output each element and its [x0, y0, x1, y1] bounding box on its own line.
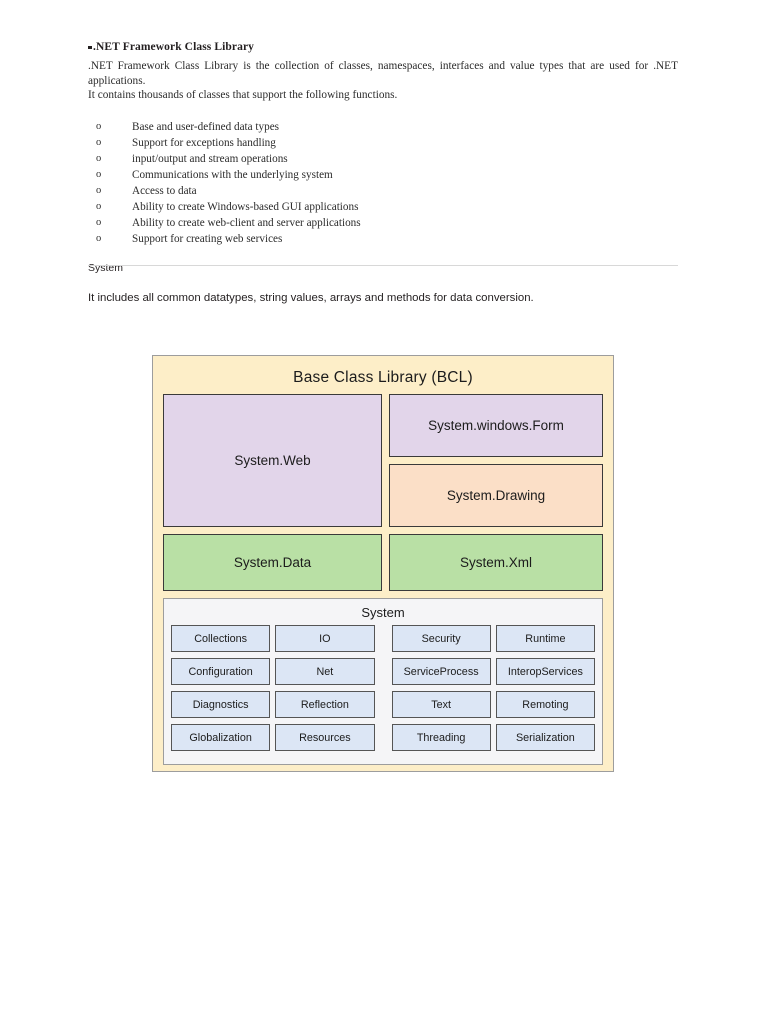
- list-item-label: Support for exceptions handling: [132, 136, 276, 149]
- system-cell-serialization: Serialization: [495, 724, 595, 751]
- list-item: o Base and user-defined data types: [88, 119, 678, 135]
- list-marker: o: [96, 185, 102, 197]
- system-grid-row: Diagnostics Reflection Text Remoting: [171, 691, 595, 718]
- system-cell-resources: Resources: [275, 724, 375, 751]
- page-title: .NET Framework Class Library: [88, 40, 678, 55]
- system-cell-io: IO: [275, 625, 375, 652]
- bcl-top-row: System.Web System.windows.Form System.Dr…: [163, 394, 603, 527]
- system-cell-remoting: Remoting: [495, 691, 595, 718]
- bcl-diagram: Base Class Library (BCL) System.Web Syst…: [152, 355, 614, 772]
- list-item: o Ability to create web-client and server…: [88, 215, 678, 231]
- section-divider: [88, 265, 678, 266]
- system-namespace-panel: System Collections IO Security Runtime C…: [163, 598, 603, 765]
- grid-gap-spacer: [380, 724, 387, 751]
- system-cell-configuration: Configuration: [171, 658, 271, 685]
- box-system-data: System.Data: [163, 534, 382, 591]
- list-item: o Access to data: [88, 183, 678, 199]
- list-marker: o: [96, 152, 102, 164]
- intro-paragraph: .NET Framework Class Library is the coll…: [88, 60, 678, 87]
- list-item: o Communications with the underlying syst…: [88, 167, 678, 183]
- system-cell-threading: Threading: [391, 724, 491, 751]
- bcl-top-right-column: System.windows.Form System.Drawing: [389, 394, 603, 527]
- list-marker: o: [96, 201, 102, 213]
- second-paragraph: It contains thousands of classes that su…: [88, 89, 398, 102]
- grid-gap-spacer: [380, 658, 387, 685]
- system-grid-row: Collections IO Security Runtime: [171, 625, 595, 652]
- bcl-diagram-body: System.Web System.windows.Form System.Dr…: [163, 394, 603, 765]
- page-title-text: .NET Framework Class Library: [93, 41, 255, 53]
- list-item-label: input/output and stream operations: [132, 152, 288, 165]
- grid-gap-spacer: [380, 625, 387, 652]
- list-item-label: Access to data: [132, 185, 197, 198]
- list-item-label: Ability to create Windows-based GUI appl…: [132, 201, 359, 214]
- system-grid-row: Globalization Resources Threading Serial…: [171, 724, 595, 751]
- system-cell-runtime: Runtime: [495, 625, 595, 652]
- square-bullet-icon: [88, 45, 92, 49]
- list-item-label: Base and user-defined data types: [132, 120, 280, 133]
- system-cell-serviceprocess: ServiceProcess: [391, 658, 491, 685]
- box-system-drawing: System.Drawing: [389, 464, 603, 527]
- box-system-windows-form: System.windows.Form: [389, 394, 603, 457]
- bcl-middle-row: System.Data System.Xml: [163, 534, 603, 591]
- system-cell-globalization: Globalization: [171, 724, 271, 751]
- grid-gap-spacer: [380, 691, 387, 718]
- system-namespace-grid: Collections IO Security Runtime Configur…: [171, 625, 595, 751]
- list-marker: o: [96, 169, 102, 181]
- document-text-block: .NET Framework Class Library .NET Framew…: [88, 40, 678, 248]
- bcl-diagram-title: Base Class Library (BCL): [293, 369, 473, 386]
- section-heading-label: System: [88, 262, 124, 274]
- list-marker: o: [96, 120, 102, 132]
- list-item-label: Support for creating web services: [132, 233, 283, 246]
- system-cell-diagnostics: Diagnostics: [171, 691, 271, 718]
- list-item: o Support for creating web services: [88, 231, 678, 247]
- list-item: o Ability to create Windows-based GUI app…: [88, 199, 678, 215]
- system-cell-collections: Collections: [171, 625, 271, 652]
- system-cell-net: Net: [275, 658, 375, 685]
- list-marker: o: [96, 217, 102, 229]
- section-heading: System: [88, 258, 678, 276]
- list-item-label: Ability to create web-client and server …: [132, 217, 361, 230]
- system-cell-text: Text: [391, 691, 491, 718]
- list-marker: o: [96, 233, 102, 245]
- section-body-text: It includes all common datatypes, string…: [88, 292, 534, 304]
- system-cell-security: Security: [391, 625, 491, 652]
- list-marker: o: [96, 136, 102, 148]
- box-system-web: System.Web: [163, 394, 382, 527]
- box-system-xml: System.Xml: [389, 534, 603, 591]
- system-cell-reflection: Reflection: [275, 691, 375, 718]
- system-grid-row: Configuration Net ServiceProcess Interop…: [171, 658, 595, 685]
- list-item: o Support for exceptions handling: [88, 135, 678, 151]
- list-item-label: Communications with the underlying syste…: [132, 169, 333, 182]
- system-cell-interopservices: InteropServices: [495, 658, 595, 685]
- list-item: o input/output and stream operations: [88, 151, 678, 167]
- system-panel-title: System: [361, 605, 405, 620]
